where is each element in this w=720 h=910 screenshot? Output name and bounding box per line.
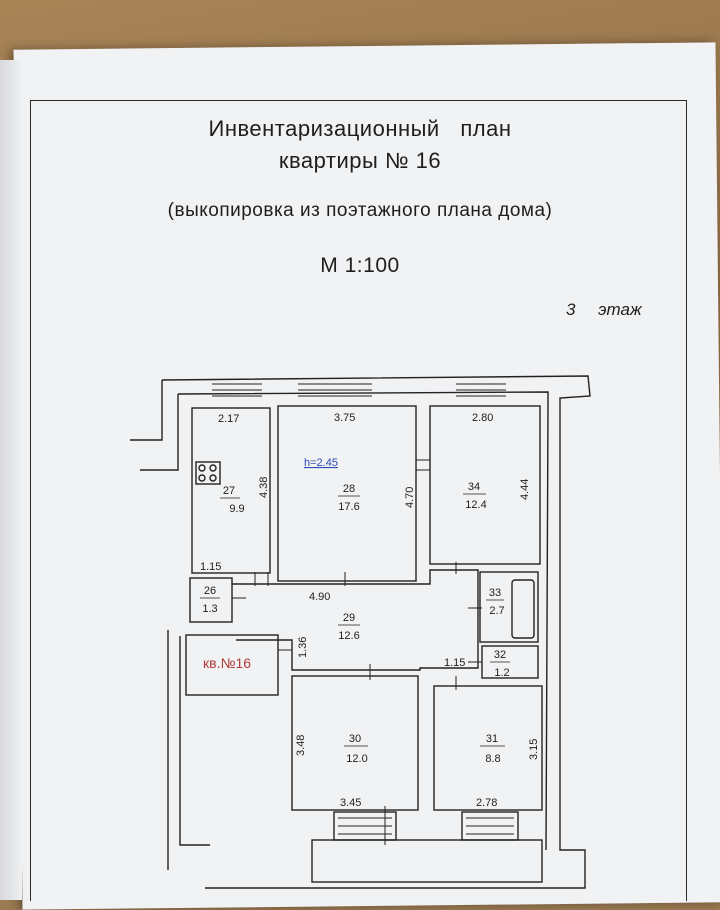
apartment-label: кв.№16 xyxy=(203,655,251,671)
room-31-number: 31 xyxy=(486,733,498,745)
room-27-area: 9.9 xyxy=(229,503,244,515)
room-29-number: 29 xyxy=(343,612,355,624)
ceiling-height-label: h=2.45 xyxy=(304,457,338,469)
apartment-16-block xyxy=(185,634,279,696)
document-title: Инвентаризационный план xyxy=(208,116,512,141)
document-subtitle: (выкопировка из поэтажного плана дома) xyxy=(167,200,553,221)
room-27 xyxy=(191,407,271,574)
dim-27-side: 4.38 xyxy=(258,477,270,498)
left-wall-2 xyxy=(140,394,179,471)
dim-31-side: 3.15 xyxy=(528,739,540,760)
room-34 xyxy=(429,405,541,565)
room-27-number: 27 xyxy=(223,485,235,497)
left-wall-4 xyxy=(179,636,210,846)
binder-edge xyxy=(0,60,22,900)
stove xyxy=(195,461,221,485)
dim-30-bottom: 3.45 xyxy=(340,797,361,809)
outer-wall-inner xyxy=(177,391,549,851)
room-29-area: 12.6 xyxy=(338,630,359,642)
outer-wall xyxy=(161,375,591,889)
room-33-area: 2.7 xyxy=(489,605,504,617)
scale-label: М 1:100 xyxy=(320,254,400,277)
room-33-number: 33 xyxy=(489,587,501,599)
room-28-number: 28 xyxy=(343,483,355,495)
room-34-area: 12.4 xyxy=(465,499,486,511)
document-title-apartment: квартиры № 16 xyxy=(278,148,442,173)
room-26-area: 1.3 xyxy=(202,603,217,615)
room-34-number: 34 xyxy=(468,481,480,493)
room-33 xyxy=(479,571,539,643)
room-30 xyxy=(291,675,419,811)
dim-27-top: 2.17 xyxy=(218,413,239,425)
bathtub xyxy=(511,579,535,639)
dim-29-top: 4.90 xyxy=(309,591,330,603)
dim-32-side: 1.15 xyxy=(444,657,465,669)
dim-30-side: 3.48 xyxy=(295,735,307,756)
room-29 xyxy=(232,569,479,671)
lower-box xyxy=(311,839,543,883)
dim-29-side: 1.36 xyxy=(297,637,309,658)
room-30-area: 12.0 xyxy=(346,753,367,765)
room-32-number: 32 xyxy=(494,649,506,661)
room-28 xyxy=(277,405,417,582)
dim-28-top: 3.75 xyxy=(334,412,355,424)
left-wall xyxy=(130,380,163,441)
room-26-number: 26 xyxy=(204,585,216,597)
room-28-area: 17.6 xyxy=(338,501,359,513)
room-26 xyxy=(189,577,233,623)
room-30-number: 30 xyxy=(349,733,361,745)
room-32-area: 1.2 xyxy=(494,667,509,679)
floor-label: 3 этаж xyxy=(566,300,642,319)
room-31 xyxy=(433,685,543,811)
dim-31-bottom: 2.78 xyxy=(476,797,497,809)
drawing-frame xyxy=(30,100,687,901)
dim-27-bottom: 1.15 xyxy=(200,561,221,573)
dim-28-side: 4.70 xyxy=(404,487,416,508)
room-31-area: 8.8 xyxy=(485,753,500,765)
dim-34-top: 2.80 xyxy=(472,412,493,424)
dim-34-side: 4.44 xyxy=(519,479,531,500)
